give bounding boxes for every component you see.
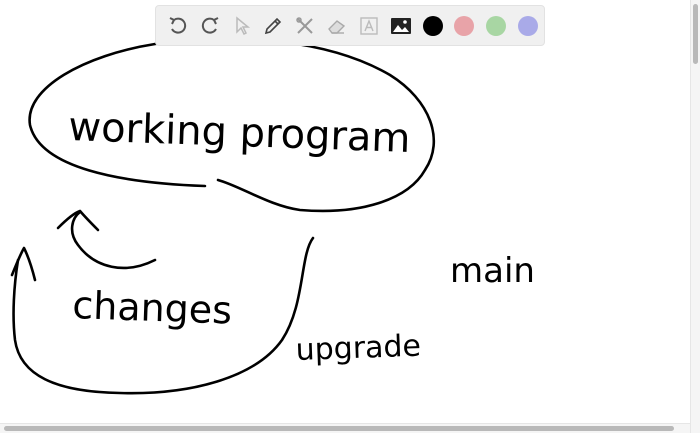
black-swatch-dot (422, 15, 443, 36)
handwriting-main: main (450, 251, 535, 291)
changes-arrowhead (56, 209, 100, 232)
text-box-icon (360, 16, 378, 35)
upgrade-loop-stroke (12, 236, 315, 395)
image-icon (390, 17, 411, 34)
color-red-swatch[interactable] (448, 10, 480, 42)
color-blue-swatch[interactable] (512, 10, 544, 42)
undo-icon (169, 16, 187, 34)
eraser-button[interactable] (321, 10, 353, 42)
redo-icon (201, 16, 219, 34)
program-oval-stroke (28, 37, 436, 213)
undo-button[interactable] (162, 10, 194, 42)
handwriting-upgrade: upgrade (295, 329, 421, 368)
color-black-swatch[interactable] (417, 10, 449, 42)
vertical-scrollbar[interactable] (690, 0, 700, 433)
upgrade-loop-arrowhead (10, 246, 37, 282)
image-button[interactable] (385, 10, 417, 42)
tools-icon (296, 16, 313, 34)
handwriting-working-program: working program (68, 104, 412, 162)
pencil-icon (265, 17, 282, 34)
tools-button[interactable] (289, 10, 321, 42)
vertical-scroll-thumb[interactable] (693, 4, 698, 64)
red-swatch-dot (454, 15, 475, 36)
select-button[interactable] (226, 10, 258, 42)
pointer-icon (235, 15, 250, 35)
drawing-toolbar (155, 5, 545, 46)
text-button[interactable] (353, 10, 385, 42)
changes-arrow-stroke (70, 210, 157, 270)
pen-button[interactable] (257, 10, 289, 42)
color-green-swatch[interactable] (480, 10, 512, 42)
green-swatch-dot (486, 15, 507, 36)
horizontal-scroll-thumb[interactable] (4, 426, 674, 431)
horizontal-scrollbar[interactable] (0, 423, 690, 433)
handwriting-changes: changes (72, 283, 233, 333)
eraser-icon (328, 19, 346, 34)
redo-button[interactable] (194, 10, 226, 42)
blue-swatch-dot (518, 15, 539, 36)
